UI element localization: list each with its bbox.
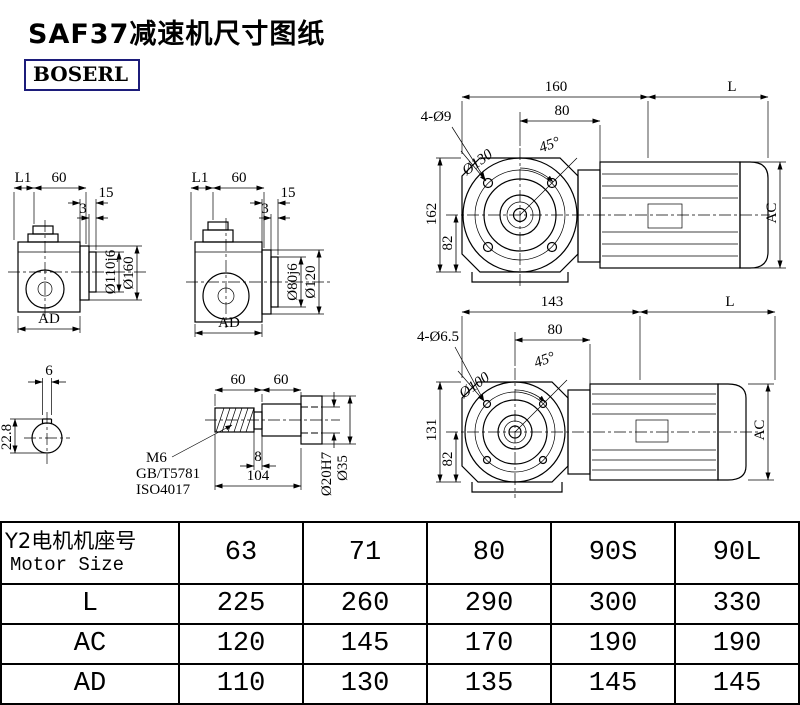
dim-3: 3 — [79, 201, 87, 217]
L-value: 260 — [302, 583, 428, 625]
AC-value: 170 — [426, 623, 552, 665]
row-label-AD: AD — [0, 663, 180, 705]
dim-holes: 4-Ø6.5 — [417, 329, 459, 345]
view-flange-motor-bottom: 143 L 80 4-Ø6.5 45° Ø100 131 82 — [417, 294, 776, 498]
dim-160: 160 — [545, 79, 568, 95]
brand-logo: BOSERL — [24, 59, 141, 91]
motor-size-71: 71 — [302, 521, 428, 585]
dim-ad: AD — [218, 315, 240, 331]
view-gearbox-side-large: L1 60 15 3 Ø80j6 Ø120 AD — [186, 170, 330, 337]
AD-value: 130 — [302, 663, 428, 705]
row-label-L: L — [0, 583, 180, 625]
dim-holes: 4-Ø9 — [421, 109, 452, 125]
dim-dia160: Ø160 — [121, 256, 137, 289]
L-value: 290 — [426, 583, 552, 625]
table-row-AC: AC 120 145 170 190 190 — [0, 623, 800, 665]
view-shaft-end: 6 22.8 — [0, 363, 70, 464]
dim-143: 143 — [541, 294, 564, 310]
dim-15: 15 — [99, 185, 114, 201]
dim-key-depth: 22.8 — [0, 424, 15, 450]
dim-dia120: Ø120 — [303, 265, 319, 298]
dim-ac: AC — [764, 203, 780, 224]
dim-60b: 60 — [274, 372, 289, 388]
motor-size-table: Y2电机机座号 Motor Size 63 71 80 90S 90L L 22… — [0, 521, 800, 705]
dim-80: 80 — [548, 322, 563, 338]
motor-size-80: 80 — [426, 521, 552, 585]
AD-value: 135 — [426, 663, 552, 705]
L-value: 330 — [674, 583, 800, 625]
dim-dia35: Ø35 — [335, 455, 351, 481]
table-row-header: Y2电机机座号 Motor Size 63 71 80 90S 90L — [0, 521, 800, 585]
dim-60a: 60 — [231, 372, 246, 388]
dim-45deg: 45° — [537, 134, 562, 156]
dim-15: 15 — [281, 185, 296, 201]
header-label-cn: Y2电机机座号 — [5, 529, 137, 553]
table-row-AD: AD 110 130 135 145 145 — [0, 663, 800, 705]
label-gb-standard: GB/T5781 — [136, 466, 200, 482]
dim-60: 60 — [52, 170, 67, 186]
header-label-en: Motor Size — [10, 554, 125, 577]
dim-dia80: Ø80j6 — [285, 263, 301, 301]
dim-ad: AD — [38, 311, 60, 327]
AC-value: 120 — [178, 623, 304, 665]
dim-L: L — [727, 79, 736, 95]
dim-dia20h7: Ø20H7 — [319, 451, 335, 496]
dim-82: 82 — [440, 236, 456, 251]
dim-162: 162 — [424, 203, 440, 226]
dim-104: 104 — [247, 468, 270, 484]
dim-l1: L1 — [15, 170, 32, 186]
dim-dia100: Ø100 — [456, 369, 494, 402]
dim-45deg: 45° — [532, 349, 557, 371]
view-shaft-detail: 60 60 M6 GB/T5781 ISO4017 8 104 Ø20H7 — [136, 372, 356, 498]
AD-value: 110 — [178, 663, 304, 705]
dim-131: 131 — [424, 419, 440, 442]
dim-60: 60 — [232, 170, 247, 186]
label-m6: M6 — [146, 450, 167, 466]
L-value: 300 — [550, 583, 676, 625]
dim-80: 80 — [555, 103, 570, 119]
motor-size-90l: 90L — [674, 521, 800, 585]
motor-size-90s: 90S — [550, 521, 676, 585]
L-value: 225 — [178, 583, 304, 625]
dim-8: 8 — [254, 449, 262, 465]
dim-82: 82 — [440, 452, 456, 467]
AC-value: 190 — [550, 623, 676, 665]
dim-ac: AC — [752, 420, 768, 441]
AD-value: 145 — [550, 663, 676, 705]
view-flange-motor-top: 160 L 80 4-Ø9 45° Ø130 162 82 — [421, 79, 786, 288]
page-title: SAF37减速机尺寸图纸 — [28, 19, 326, 50]
AC-value: 145 — [302, 623, 428, 665]
dim-dia110: Ø110j6 — [103, 249, 119, 294]
table-row-L: L 225 260 290 300 330 — [0, 583, 800, 625]
dim-key-width: 6 — [45, 363, 53, 379]
view-gearbox-side-small: L1 60 15 3 Ø110j6 Ø160 AD — [8, 170, 148, 333]
AD-value: 145 — [674, 663, 800, 705]
dim-3: 3 — [261, 201, 269, 217]
dim-L: L — [725, 294, 734, 310]
header-label-cell: Y2电机机座号 Motor Size — [0, 521, 180, 585]
row-label-AC: AC — [0, 623, 180, 665]
dim-l1: L1 — [192, 170, 209, 186]
dim-dia130: Ø130 — [459, 146, 497, 179]
AC-value: 190 — [674, 623, 800, 665]
motor-size-63: 63 — [178, 521, 304, 585]
technical-drawing: L1 60 15 3 Ø110j6 Ø160 AD — [0, 79, 786, 498]
label-iso-standard: ISO4017 — [136, 482, 191, 498]
